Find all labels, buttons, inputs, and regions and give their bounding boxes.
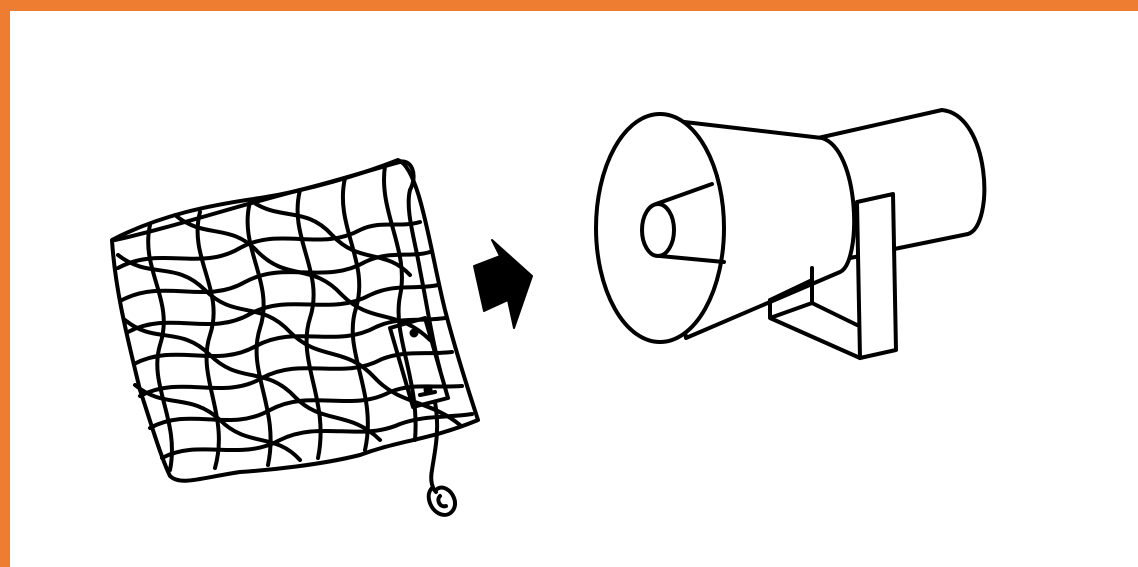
megaphone-icon bbox=[596, 110, 984, 358]
net-bag-icon bbox=[112, 160, 478, 515]
megaphone-throat bbox=[642, 204, 674, 256]
arrow-right-shape bbox=[474, 240, 532, 328]
net-bag-strand bbox=[198, 212, 219, 468]
net-bag-clip bbox=[429, 488, 455, 515]
net-bag-tag-hole bbox=[412, 331, 417, 336]
net-bag-strand bbox=[148, 225, 172, 470]
megaphone-bracket bbox=[857, 194, 896, 358]
net-bag-strand bbox=[298, 190, 321, 458]
net-bag-strand bbox=[343, 178, 368, 450]
arrow-right-icon bbox=[474, 240, 532, 328]
net-bag-tag-mark bbox=[420, 392, 435, 395]
net-bag-rim bbox=[115, 162, 400, 240]
